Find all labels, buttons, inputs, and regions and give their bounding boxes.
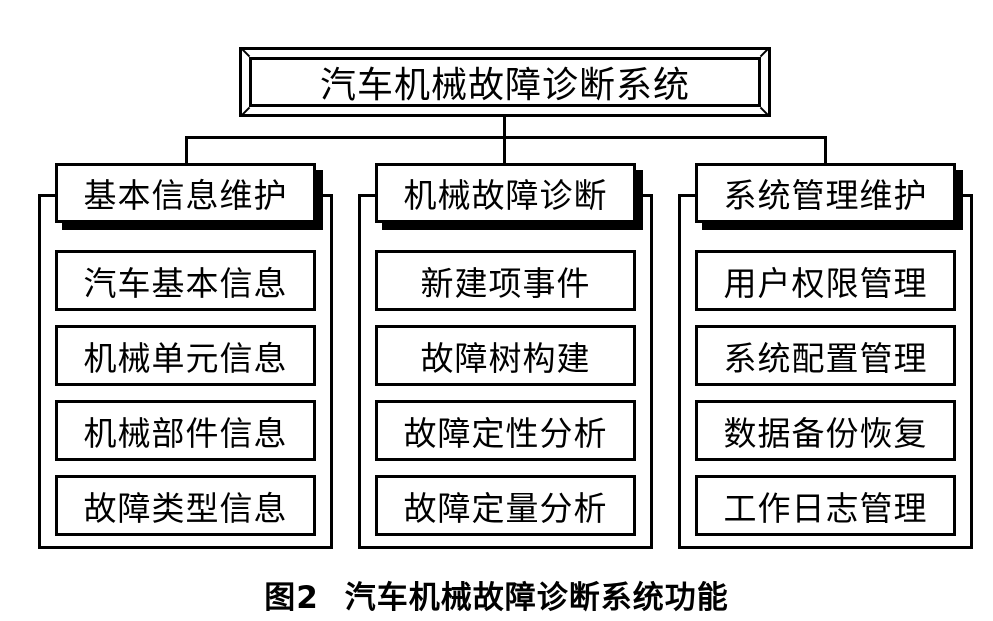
root-bevel-br bbox=[759, 106, 769, 116]
figure-caption: 图2 汽车机械故障诊断系统功能 bbox=[0, 572, 993, 616]
figure-title: 汽车机械故障诊断系统功能 bbox=[344, 579, 729, 616]
root-node-label: 汽车机械故障诊断系统 bbox=[249, 57, 761, 107]
connector-right-down bbox=[824, 136, 827, 165]
connector-root-down bbox=[503, 117, 506, 137]
group-header-system-management: 系统管理维护 bbox=[695, 163, 956, 223]
item-mechanical-unit-info: 机械单元信息 bbox=[55, 325, 316, 386]
item-vehicle-basic-info: 汽车基本信息 bbox=[55, 250, 316, 311]
item-data-backup: 数据备份恢复 bbox=[695, 400, 956, 461]
item-system-config: 系统配置管理 bbox=[695, 325, 956, 386]
connector-middle-down bbox=[503, 136, 506, 165]
item-user-permission: 用户权限管理 bbox=[695, 250, 956, 311]
item-work-log: 工作日志管理 bbox=[695, 475, 956, 536]
root-bevel-tr bbox=[759, 48, 769, 58]
root-bevel-bl bbox=[241, 106, 251, 116]
item-fault-tree-build: 故障树构建 bbox=[375, 325, 636, 386]
item-fault-type-info: 故障类型信息 bbox=[55, 475, 316, 536]
figure-number: 图2 bbox=[264, 579, 319, 616]
item-qualitative-analysis: 故障定性分析 bbox=[375, 400, 636, 461]
item-new-event: 新建项事件 bbox=[375, 250, 636, 311]
connector-left-down bbox=[185, 136, 188, 165]
group-header-basic-info-maintenance: 基本信息维护 bbox=[55, 163, 316, 223]
root-bevel-tl bbox=[241, 48, 251, 58]
item-quantitative-analysis: 故障定量分析 bbox=[375, 475, 636, 536]
group-header-mechanical-fault-diagnosis: 机械故障诊断 bbox=[375, 163, 636, 223]
connector-horizontal bbox=[185, 136, 827, 139]
item-mechanical-part-info: 机械部件信息 bbox=[55, 400, 316, 461]
root-node: 汽车机械故障诊断系统 bbox=[239, 47, 771, 117]
